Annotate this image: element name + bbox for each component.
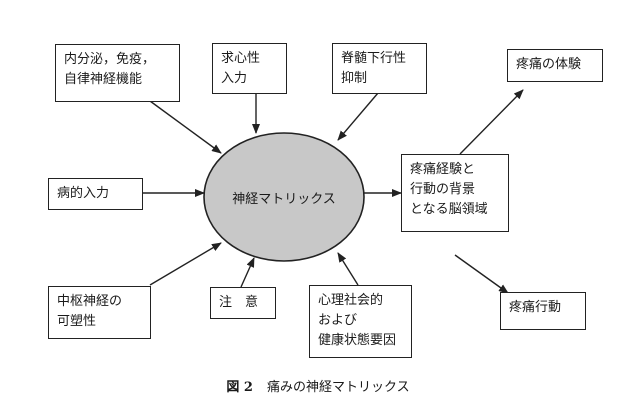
psychosocial-line-3: 健康状態要因 [318,333,397,348]
attention-box: 注 意 [210,287,276,319]
afferent-line-2: 入力 [221,71,248,86]
arrow-psychosocial-to-matrix [337,252,359,286]
endocrine-box: 内分泌，免疫， 自律神経機能 [55,44,180,102]
brain-region-line-2: 行動の背景 [410,182,476,197]
arrow-attention-to-matrix [240,257,255,288]
cns-line-1: 中枢神経の [57,294,123,309]
spinal-box: 脊髄下行性 抑制 [332,43,427,94]
figure-caption: 図 2 痛みの神経マトリックス [0,376,636,395]
arrow-brain-to-pain-behavior [454,254,509,294]
endocrine-line-1: 内分泌，免疫， [64,52,156,67]
endocrine-line-2: 自律神経機能 [64,72,143,87]
spinal-line-1: 脊髄下行性 [341,51,407,66]
arrow-endocrine-to-matrix [149,100,222,154]
pain-experience-box: 疼痛の体験 [507,49,603,82]
pain-behavior-box: 疼痛行動 [500,292,586,330]
brain-region-box: 疼痛経験と 行動の背景 となる脳領域 [401,154,509,232]
psychosocial-box: 心理社会的 および 健康状態要因 [309,285,412,358]
arrow-cns-to-matrix [149,242,222,286]
pathological-line-1: 病的入力 [57,186,110,201]
afferent-box: 求心性 入力 [212,43,287,94]
brain-region-line-1: 疼痛経験と [410,162,476,177]
afferent-line-1: 求心性 [221,51,261,66]
psychosocial-line-2: および [318,313,358,328]
arrow-brain-to-pain-experience [459,89,524,155]
psychosocial-line-1: 心理社会的 [318,293,384,308]
pain-behavior-line-1: 疼痛行動 [509,300,562,315]
figure-number: 図 2 [226,380,253,395]
spinal-line-2: 抑制 [341,71,368,86]
neuromatrix-text: 神経マトリックス [232,191,336,207]
figure-title: 痛みの神経マトリックス [266,380,410,395]
arrow-spinal-to-matrix [337,92,379,141]
pain-experience-line-1: 疼痛の体験 [516,57,582,72]
brain-region-line-3: となる脳領域 [410,202,488,217]
neuromatrix-ellipse [203,132,365,262]
cns-line-2: 可塑性 [57,314,97,329]
neuromatrix-label: 神経マトリックス [205,133,363,261]
attention-line-1: 注 意 [219,295,259,310]
pathological-box: 病的入力 [48,178,143,210]
cns-box: 中枢神経の 可塑性 [48,286,151,339]
